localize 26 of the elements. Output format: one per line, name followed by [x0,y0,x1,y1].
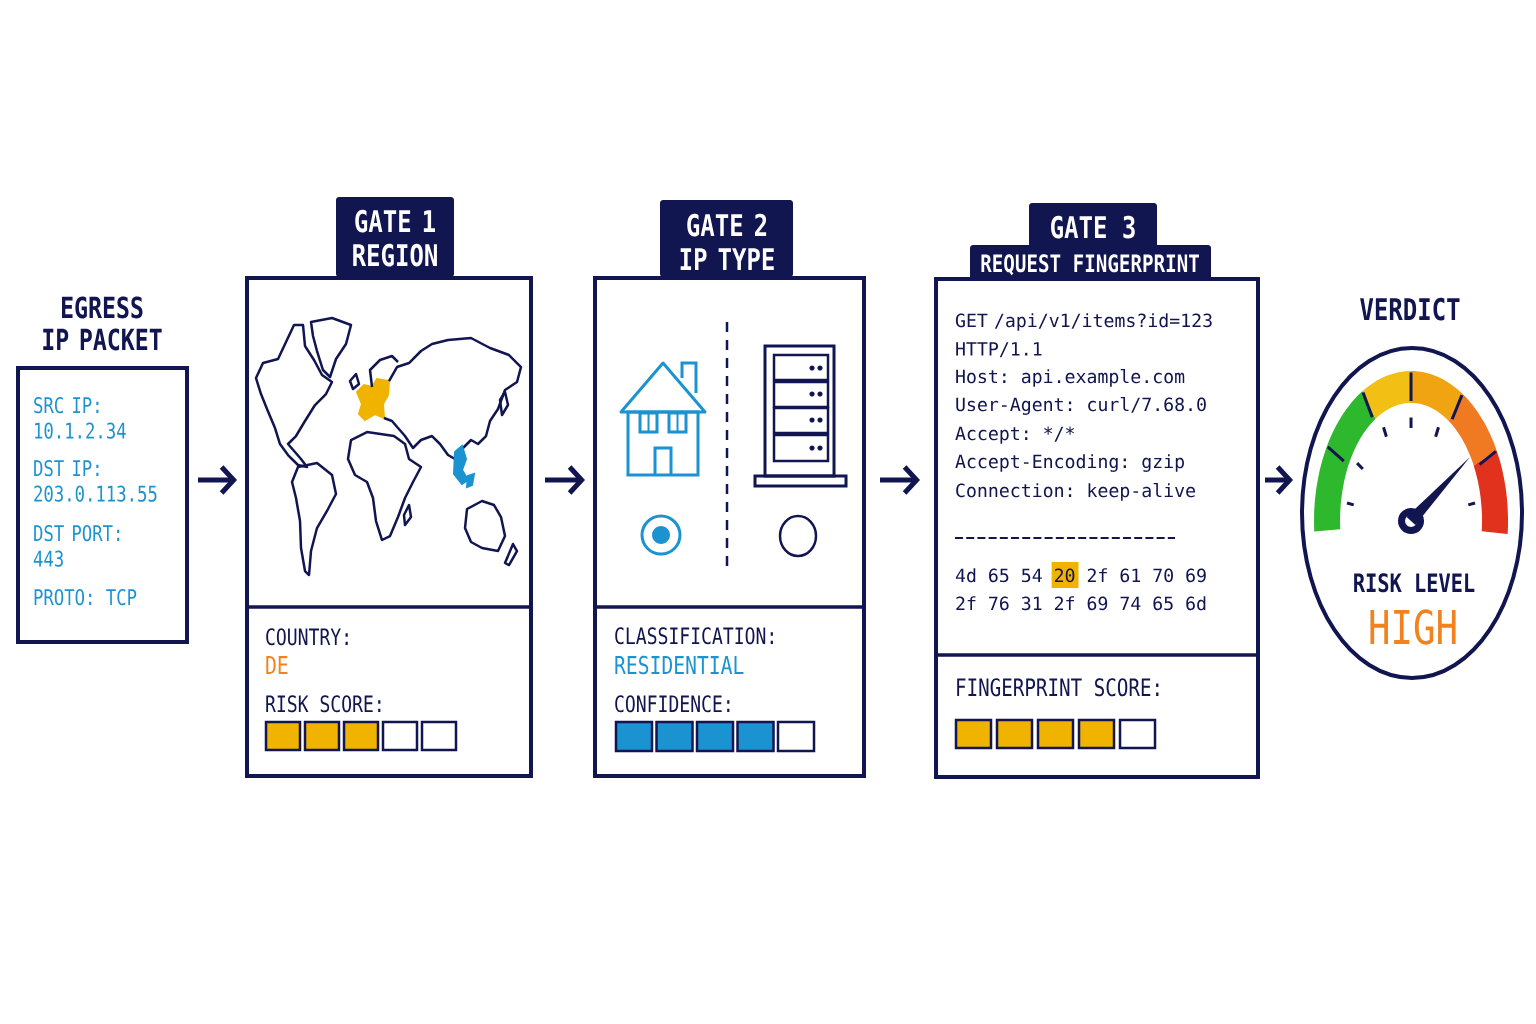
heading: VERDICT [1360,297,1460,321]
packet-field: DST IP: 203.0.113.55 [34,460,157,502]
gate-tab: GATE 1 REGION [336,197,454,277]
code-line: GET /api/v1/items?id=123 HTTP/1.1 [955,313,1212,358]
packet-field: DST PORT: 443 [33,525,120,567]
code-line: User-Agent: curl/7.68.0 [956,397,1206,415]
code-line: Connection: keep-alive [956,483,1195,501]
field-value: DE [266,656,288,674]
field-label: COUNTRY: [266,628,348,646]
field-value: RESIDENTIAL [615,655,744,675]
hex-line: 2f 76 31 2f 69 74 65 6d [956,596,1206,611]
risk-level-value: HIGH [1370,609,1456,645]
gauge-label: RISK LEVEL [1354,573,1475,593]
field-label: CONFIDENCE: [615,695,730,713]
hex-line: 4d 65 54 20 2f 61 70 69 [955,562,1206,588]
code-line: Accept: */* [955,426,1075,444]
field-label: RISK SCORE: [266,695,381,713]
code-line: Accept-Encoding: gzip [955,454,1184,472]
gate-tab: GATE 2 IP TYPE [660,200,793,277]
field-label: CLASSIFICATION: [615,627,773,645]
heading: EGRESS IP PACKET [43,296,162,351]
packet-field: SRC IP: 10.1.2.34 [34,397,126,439]
field-label: FINGERPRINT SCORE: [957,678,1159,697]
code-line: Host: api.example.com [956,369,1185,387]
gate-tab: REQUEST FINGERPRINT [970,245,1211,280]
packet-field: PROTO: TCP [34,589,137,606]
